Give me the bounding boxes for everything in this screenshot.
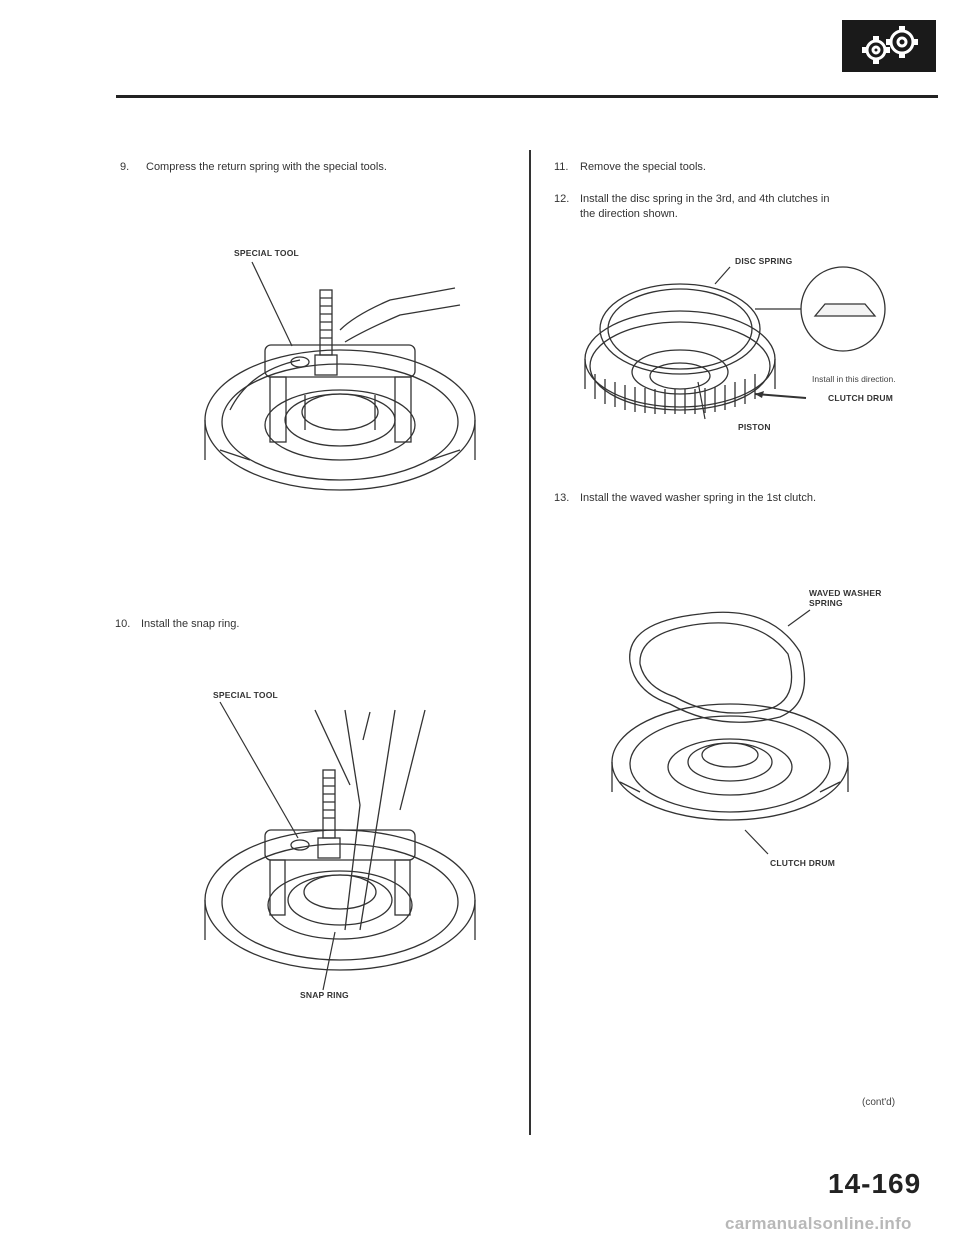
label-piston: PISTON [738,422,771,432]
step-text: Remove the special tools. [580,161,706,173]
step-9: 9. Compress the return spring with the sp… [120,160,387,175]
step-number: 10. [115,618,131,630]
figure-disc-spring [584,266,886,420]
step-number: 12. [554,193,570,205]
step-12: 12. Install the disc spring in the 3rd, a… [554,192,829,222]
step-11: 11. Remove the special tools. [554,160,706,175]
step-number: 13. [554,492,570,504]
header-rule [116,95,938,98]
label-clutch-drum: CLUTCH DRUM [828,393,893,403]
label-line: SPRING [809,598,843,608]
step-number: 9. [120,161,130,173]
label-install-direction: Install in this direction. [812,374,896,384]
label-special-tool: SPECIAL TOOL [213,690,278,700]
gears-icon [862,26,918,64]
step-text: Install the snap ring. [141,618,240,630]
figure-snap-ring-install [204,701,476,991]
continued-note: (cont'd) [862,1097,896,1108]
step-text-cont: the direction shown. [580,208,678,220]
label-disc-spring: DISC SPRING [735,256,793,266]
section-logo [842,20,936,72]
column-divider [529,150,531,1135]
label-special-tool: SPECIAL TOOL [234,248,299,258]
step-number: 11. [554,161,569,173]
step-10: 10. Install the snap ring. [115,617,239,632]
step-text: Install the waved washer spring in the 1… [580,492,817,504]
step-text: Compress the return spring with the spec… [146,161,387,173]
label-waved-washer: WAVED WASHER SPRING [809,588,882,608]
figure-special-tool-compress [204,261,476,491]
label-clutch-drum-2: CLUTCH DRUM [770,858,835,868]
figure-waved-washer [611,609,849,855]
step-13: 13. Install the waved washer spring in th… [554,491,816,506]
step-text: Install the disc spring in the 3rd, and … [580,193,830,205]
label-line: WAVED WASHER [809,588,882,598]
watermark: carmanualsonline.info [725,1214,912,1233]
label-snap-ring: SNAP RING [300,990,349,1000]
page-number: 14-169 [828,1168,922,1199]
